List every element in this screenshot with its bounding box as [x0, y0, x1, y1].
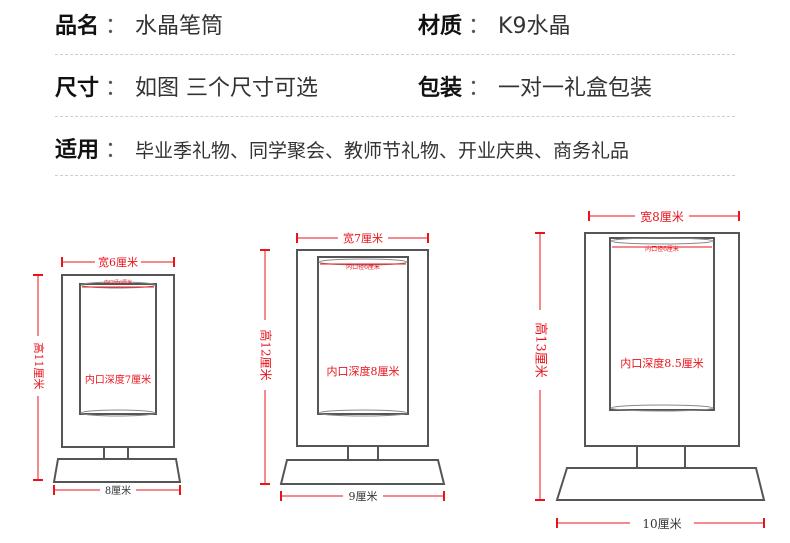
inner-depth-label: 内口深度7厘米	[85, 373, 151, 386]
spec-usage-label: 适用	[55, 138, 100, 163]
divider	[55, 175, 735, 176]
width-label: 宽6厘米	[98, 255, 138, 269]
spec-packaging-value: 一对一礼盒包装	[498, 76, 653, 101]
inner-diameter-label: 内口径6厘米	[645, 245, 679, 253]
spec-separator: ：	[105, 76, 128, 101]
holder-body	[555, 232, 766, 501]
base-width-label: 10厘米	[642, 517, 681, 531]
divider	[55, 116, 735, 117]
inner-cylinder	[610, 237, 714, 412]
spec-packaging: 包装： 一对一礼盒包装	[418, 70, 652, 102]
width-label: 宽8厘米	[640, 209, 684, 224]
spec-name-value: 水晶笔筒	[135, 14, 224, 39]
spec-size-label: 尺寸	[55, 76, 100, 101]
spec-name-label: 品名	[55, 14, 100, 39]
inner-diameter-label: 内口径6厘米	[346, 263, 380, 271]
base-width-label: 8厘米	[105, 484, 131, 497]
spec-separator: ：	[105, 138, 128, 163]
spec-usage: 适用： 毕业季礼物、同学聚会、教师节礼物、开业庆典、商务礼品	[55, 132, 629, 164]
divider	[55, 54, 735, 55]
inner-depth-label: 内口深度8.5厘米	[620, 356, 704, 370]
product-small: 宽6厘米 内口径6厘米 内口深度7厘米 高11厘米 8厘米	[30, 254, 182, 497]
height-label: 高12厘米	[259, 329, 274, 380]
height-label: 高13厘米	[533, 322, 549, 378]
spec-name: 品名： 水晶笔筒	[55, 8, 223, 40]
inner-depth-label: 内口深度8厘米	[327, 364, 400, 378]
spec-packaging-label: 包装	[418, 76, 463, 101]
spec-separator: ：	[468, 76, 491, 101]
spec-separator: ：	[105, 14, 128, 39]
inner-diameter-label: 内口径6厘米	[104, 279, 132, 286]
inner-cylinder	[80, 281, 156, 417]
holder-body	[279, 249, 446, 485]
product-medium: 宽7厘米 内口径6厘米 内口深度8厘米 高12厘米 9厘米	[257, 230, 446, 503]
height-label: 高11厘米	[32, 343, 46, 390]
spec-material-label: 材质	[418, 14, 463, 39]
inner-cylinder	[318, 258, 408, 417]
spec-size-value: 如图 三个尺寸可选	[135, 76, 319, 101]
spec-material-value: K9水晶	[498, 14, 571, 39]
spec-material: 材质： K9水晶	[418, 8, 570, 40]
spec-separator: ：	[468, 14, 491, 39]
spec-usage-value: 毕业季礼物、同学聚会、教师节礼物、开业庆典、商务礼品	[135, 140, 630, 162]
holder-body	[52, 274, 182, 483]
width-label: 宽7厘米	[343, 231, 383, 245]
product-large: 宽8厘米 内口径6厘米 内口深度8.5厘米 高13厘米 10厘米	[532, 208, 766, 531]
base-width-label: 9厘米	[349, 490, 378, 503]
spec-size: 尺寸： 如图 三个尺寸可选	[55, 70, 318, 102]
